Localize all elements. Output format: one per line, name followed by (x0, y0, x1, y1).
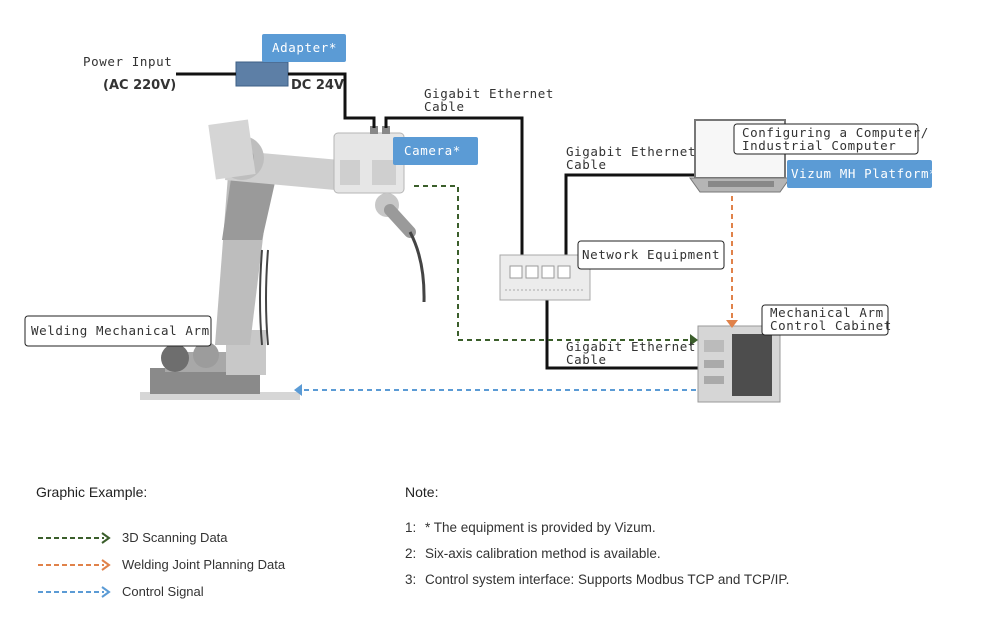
dashed-arrow-blue-icon (38, 585, 111, 598)
mid-cable-label-1: Gigabit Ethernet (566, 144, 696, 159)
notes: Note: 1: * The equipment is provided by V… (405, 484, 965, 598)
scan-data-line (414, 185, 690, 341)
computer-label-box (733, 123, 919, 155)
control-cabinet (697, 325, 781, 403)
cabinet-label-box (761, 304, 889, 336)
top-cable-label-2: Cable (424, 99, 465, 114)
note-num-2: 2: (405, 546, 417, 561)
mid-cable-label-2: Cable (566, 157, 607, 172)
note-num-1: 1: (405, 520, 417, 535)
computer-label-2: Industrial Computer (742, 138, 896, 153)
bottom-cable-label-1: Gigabit Ethernet (566, 339, 696, 354)
camera-device (333, 126, 426, 303)
legend-item-planning: Welding Joint Planning Data (36, 551, 366, 578)
legend-title: Graphic Example: (36, 484, 148, 500)
top-cable-label-1: Gigabit Ethernet (424, 86, 554, 101)
camera-badge (393, 137, 478, 165)
camera-label: Camera* (404, 143, 461, 158)
computer-label-1: Configuring a Computer/ (742, 125, 929, 140)
note-item-3: 3: Control system interface: Supports Mod… (405, 572, 965, 598)
legend: Graphic Example: 3D Scanning Data Weldin… (36, 484, 366, 605)
network-switch (499, 254, 591, 301)
legend-item-scan: 3D Scanning Data (36, 524, 366, 551)
data-flow-lines (300, 185, 733, 391)
system-diagram: Power Input (AC 220V) DC 24V Adapter* Ca… (24, 34, 937, 403)
planning-arrow-head (726, 320, 738, 328)
note-num-3: 3: (405, 572, 417, 587)
adapter-device (235, 61, 289, 87)
power-cables (176, 72, 376, 128)
dc-voltage-label: DC 24V (291, 78, 344, 93)
control-arrow-head (294, 384, 302, 396)
platform-label: Vizum MH Platform* (791, 166, 937, 181)
cabinet-label-2: Control Cabinet (770, 318, 892, 333)
dashed-arrow-orange-icon (38, 558, 111, 571)
dashed-arrow-green-icon (38, 531, 111, 544)
legend-label-control: Control Signal (122, 584, 204, 599)
adapter-badge (262, 34, 346, 62)
scan-arrow-head (690, 334, 698, 346)
legend-item-control: Control Signal (36, 578, 366, 605)
cabinet-label-1: Mechanical Arm (770, 305, 884, 320)
bottom-cable-label-2: Cable (566, 352, 607, 367)
ac-voltage-label: (AC 220V) (103, 78, 176, 93)
note-text-3: Control system interface: Supports Modbu… (425, 572, 790, 587)
network-label-box (577, 240, 725, 270)
note-text-2: Six-axis calibration method is available… (425, 546, 661, 561)
welding-robot-illustration (140, 119, 340, 400)
legend-label-planning: Welding Joint Planning Data (122, 557, 286, 572)
welding-arm-label-box (24, 315, 212, 347)
ethernet-cables (384, 116, 708, 370)
note-item-2: 2: Six-axis calibration method is availab… (405, 546, 965, 572)
welding-arm-label: Welding Mechanical Arm (31, 323, 210, 338)
note-text-1: * The equipment is provided by Vizum. (425, 520, 656, 535)
power-input-label: Power Input (83, 54, 172, 69)
platform-badge (787, 160, 932, 188)
adapter-label: Adapter* (272, 40, 337, 55)
notes-title: Note: (405, 484, 439, 500)
network-label: Network Equipment (582, 247, 720, 262)
note-item-1: 1: * The equipment is provided by Vizum. (405, 520, 965, 546)
legend-label-scan: 3D Scanning Data (122, 530, 228, 545)
